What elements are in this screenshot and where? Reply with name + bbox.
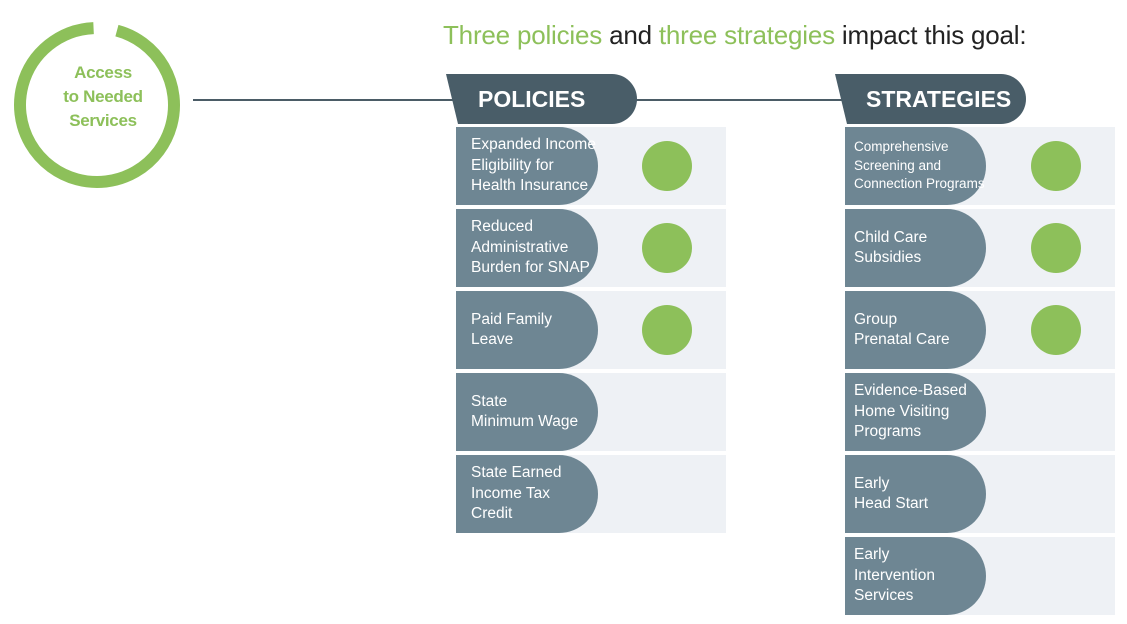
- policies-row: State Earned Income Tax Credit: [456, 455, 726, 533]
- policies-row-label: Reduced Administrative Burden for SNAP: [456, 209, 598, 287]
- strategies-row-label: Early Head Start: [845, 455, 986, 533]
- strategies-title: STRATEGIES: [866, 86, 1012, 112]
- strategies-row-text: Group Prenatal Care: [854, 310, 950, 349]
- headline-policies-count: Three policies: [443, 20, 603, 50]
- strategies-row-label: Early Intervention Services: [845, 537, 986, 615]
- policies-tab: POLICIES: [446, 74, 637, 124]
- policies-row-label: State Minimum Wage: [456, 373, 598, 451]
- strategies-impact-dot: [1031, 141, 1081, 191]
- policies-row-label: State Earned Income Tax Credit: [456, 455, 598, 533]
- strategies-row-text: Evidence-Based Home Visiting Programs: [854, 382, 967, 441]
- headline-tail: impact this goal:: [834, 20, 1027, 50]
- strategies-tab: STRATEGIES: [835, 74, 1026, 124]
- strategies-row-label: Comprehensive Screening and Connection P…: [845, 127, 986, 205]
- strategies-row-label: Group Prenatal Care: [845, 291, 986, 369]
- strategies-impact-dot: [1031, 223, 1081, 273]
- goal-label-line: to Needed: [63, 87, 143, 106]
- headline-connector-text: and: [602, 20, 659, 50]
- strategies-row: Evidence-Based Home Visiting Programs: [845, 373, 1115, 451]
- strategies-row: Group Prenatal Care: [845, 291, 1115, 369]
- goal-label-line: Access: [74, 63, 132, 82]
- policies-row-text: Expanded Income Eligibility for Health I…: [471, 136, 596, 195]
- goal-label-line: Services: [69, 111, 137, 130]
- strategies-row: Child Care Subsidies: [845, 209, 1115, 287]
- headline: Three policies and three strategies impa…: [443, 20, 1027, 51]
- strategies-row-label: Child Care Subsidies: [845, 209, 986, 287]
- policies-row-text: Reduced Administrative Burden for SNAP: [471, 218, 590, 277]
- policies-impact-dot: [642, 141, 692, 191]
- strategies-row: Early Intervention Services: [845, 537, 1115, 615]
- policies-row: Paid Family Leave: [456, 291, 726, 369]
- policies-strategies-connector: [630, 99, 845, 101]
- strategies-row-text: Early Head Start: [854, 474, 929, 513]
- strategies-row: Early Head Start: [845, 455, 1115, 533]
- strategies-row: Comprehensive Screening and Connection P…: [845, 127, 1115, 205]
- strategies-impact-dot: [1031, 305, 1081, 355]
- strategies-row-text: Child Care Subsidies: [854, 228, 928, 267]
- strategies-row-text: Comprehensive Screening and Connection P…: [854, 139, 985, 192]
- policies-row: Expanded Income Eligibility for Health I…: [456, 127, 726, 205]
- policies-impact-dot: [642, 305, 692, 355]
- policies-row-text: Paid Family Leave: [471, 310, 552, 349]
- policies-row-text: State Earned Income Tax Credit: [471, 464, 562, 523]
- policies-row: Reduced Administrative Burden for SNAP: [456, 209, 726, 287]
- strategies-row-text: Early Intervention Services: [854, 546, 935, 605]
- goal-label: Access to Needed Services: [12, 61, 194, 133]
- policies-row: State Minimum Wage: [456, 373, 726, 451]
- policies-row-label: Paid Family Leave: [456, 291, 598, 369]
- policies-row-text: State Minimum Wage: [471, 392, 579, 431]
- policies-title: POLICIES: [478, 86, 586, 112]
- goal-ring: [14, 22, 180, 188]
- strategies-row-label: Evidence-Based Home Visiting Programs: [845, 373, 986, 451]
- goal-connector: [193, 99, 455, 101]
- policies-row-label: Expanded Income Eligibility for Health I…: [456, 127, 598, 205]
- headline-strategies-count: three strategies: [658, 20, 835, 50]
- policies-impact-dot: [642, 223, 692, 273]
